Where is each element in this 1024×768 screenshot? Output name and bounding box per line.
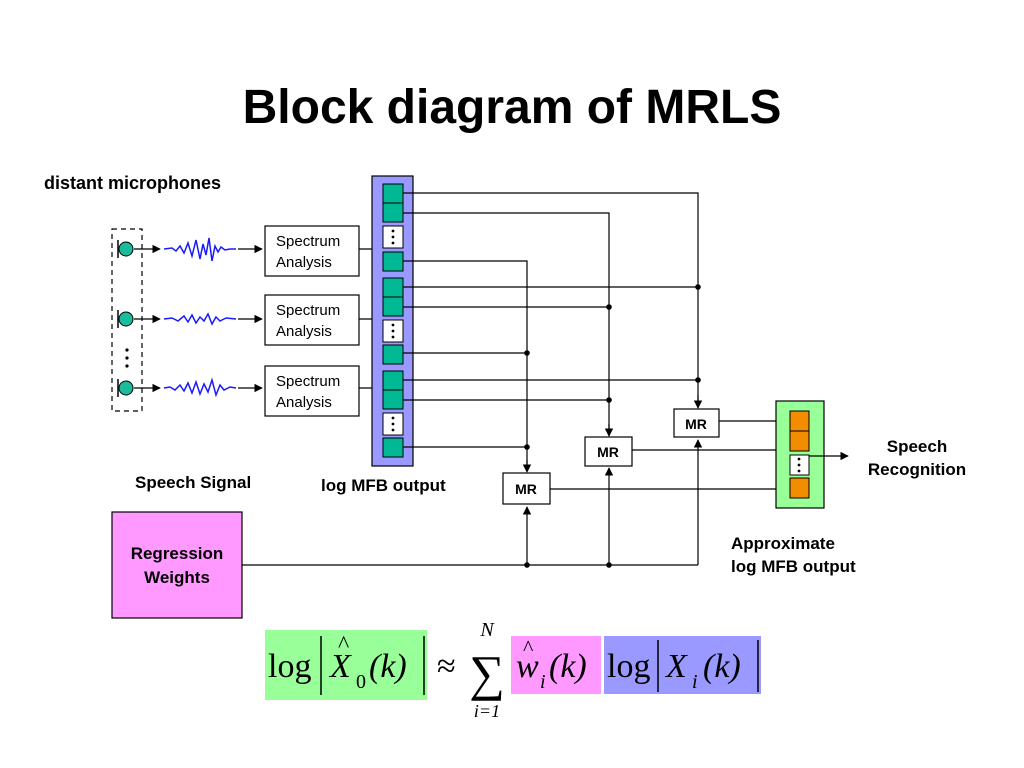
spectrum-analysis-box: Spectrum Analysis: [264, 225, 360, 277]
svg-text:w: w: [516, 648, 539, 685]
svg-text:Spectrum: Spectrum: [276, 373, 340, 390]
svg-text:∑: ∑: [469, 645, 505, 701]
svg-text:MR: MR: [515, 481, 537, 497]
regression-formula: log X ^ 0 (k) ≈ N ∑ i=1 w ^ i (k) log X …: [265, 619, 761, 721]
svg-text:0: 0: [356, 671, 366, 693]
waveform-icon: [163, 377, 237, 398]
vertical-ellipsis-icon: [391, 229, 395, 432]
svg-text:MR: MR: [597, 444, 619, 460]
routing-lines: [242, 192, 699, 566]
svg-text:(k): (k): [703, 648, 741, 685]
speech-signal-label: Speech Signal: [135, 473, 251, 492]
mr-block-bottom: MR: [502, 472, 551, 505]
waveform-icon: [163, 312, 237, 326]
svg-text:≈: ≈: [437, 648, 456, 685]
slide-title: Block diagram of MRLS: [242, 81, 782, 134]
svg-text:i: i: [692, 671, 698, 693]
svg-text:Regression: Regression: [131, 544, 224, 563]
svg-text:(k): (k): [369, 648, 407, 685]
approximate-output-label: log MFB output: [731, 557, 856, 576]
formula-rhs-bg: [604, 636, 761, 694]
distant-microphones-label: distant microphones: [44, 173, 221, 193]
vertical-ellipsis-icon: [797, 457, 801, 473]
vertical-ellipsis-icon: [125, 348, 129, 368]
log-mfb-cells: [382, 183, 404, 458]
waveform-icon: [163, 237, 236, 262]
spectrum-analysis-box: Spectrum Analysis: [264, 365, 360, 417]
microphone-icon: [117, 379, 134, 397]
approximate-output-cells: [789, 410, 810, 499]
svg-text:i=1: i=1: [474, 701, 500, 721]
svg-text:log: log: [268, 648, 311, 685]
svg-text:Spectrum: Spectrum: [276, 233, 340, 250]
svg-text:MR: MR: [685, 416, 707, 432]
mr-block-top: MR: [673, 408, 720, 438]
svg-text:X: X: [328, 648, 352, 685]
microphone-icon: [117, 240, 134, 258]
svg-text:(k): (k): [549, 648, 587, 685]
regression-weights-box: Regression Weights: [111, 511, 243, 619]
approximate-output-label: Approximate: [731, 534, 835, 553]
svg-text:Analysis: Analysis: [276, 254, 332, 271]
svg-text:N: N: [479, 619, 495, 641]
mr-block-middle: MR: [584, 436, 633, 467]
log-mfb-output-label: log MFB output: [321, 476, 446, 495]
svg-text:Spectrum: Spectrum: [276, 302, 340, 319]
svg-text:log: log: [607, 648, 650, 685]
microphone-array-box: [111, 228, 143, 412]
svg-text:Analysis: Analysis: [276, 323, 332, 340]
speech-recognition-label: Speech: [887, 437, 947, 456]
formula-weight-bg: [511, 636, 601, 694]
svg-text:^: ^: [523, 635, 534, 660]
svg-text:Analysis: Analysis: [276, 394, 332, 411]
speech-recognition-label: Recognition: [868, 460, 966, 479]
microphone-icon: [117, 310, 134, 328]
svg-text:X: X: [664, 648, 688, 685]
svg-text:^: ^: [338, 632, 349, 658]
formula-lhs-bg: [265, 630, 427, 700]
svg-text:Weights: Weights: [144, 568, 210, 587]
svg-text:i: i: [540, 671, 546, 693]
spectrum-analysis-box: Spectrum Analysis: [264, 294, 360, 346]
